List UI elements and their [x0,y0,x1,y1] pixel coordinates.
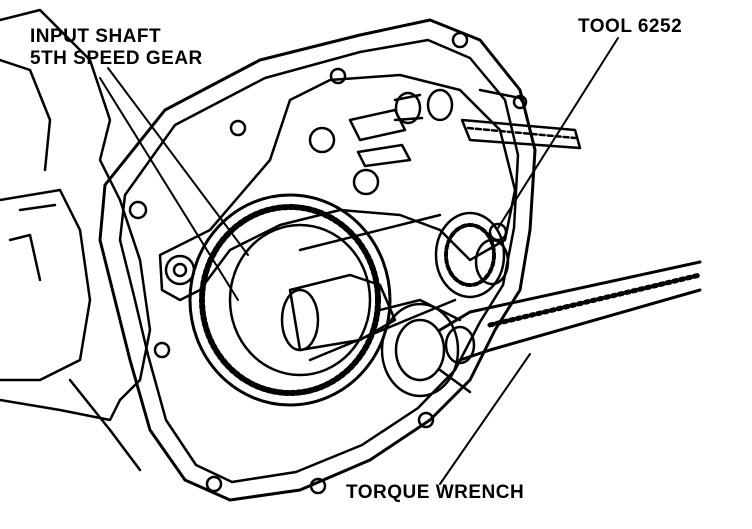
leader-torque-wrench [439,353,531,485]
tool-6252-label: TOOL 6252 [578,16,683,37]
leader-tool [497,37,619,229]
input-shaft [298,211,510,362]
fifth-speed-gear [188,193,392,407]
torque-wrench [438,260,703,394]
leader-fifth-gear [99,77,239,301]
case-flange [98,18,537,502]
torque-wrench-label: TORQUE WRENCH [346,482,525,503]
bearing-plate [158,73,517,302]
leader-input-shaft [107,67,249,256]
leader-lines [99,37,619,485]
input-shaft-label: INPUT SHAFT [30,26,162,47]
shaft-nut [280,273,462,398]
transmission-case [0,8,152,472]
tool-6252-bar [460,88,582,242]
fifth-speed-gear-label: 5TH SPEED GEAR [30,48,203,69]
